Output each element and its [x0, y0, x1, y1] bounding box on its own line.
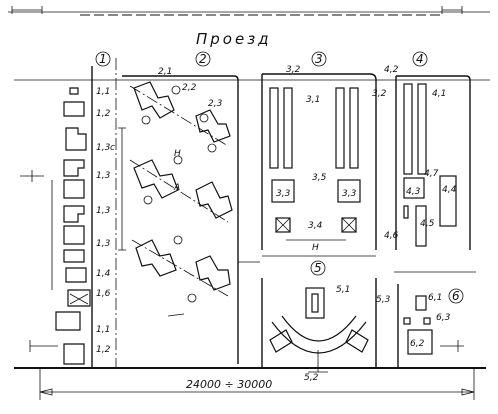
overall-dimension-label: 24000 ÷ 30000 — [186, 378, 272, 391]
label-5-1: 5,1 — [336, 285, 350, 295]
label-4-2: 4,2 — [384, 65, 399, 75]
label-4-7: 4,7 — [424, 169, 439, 179]
label-4-1: 4,1 — [432, 89, 446, 99]
label-3-5: 3,5 — [312, 173, 327, 183]
label-H-1: H — [312, 243, 319, 253]
label-c: c — [110, 143, 115, 153]
zone-label-3: 3 — [315, 52, 323, 66]
zone-label-4: 4 — [416, 52, 424, 66]
label-4-5: 4,5 — [420, 219, 435, 229]
label-4-3: 4,3 — [406, 187, 421, 197]
label-5-3: 5,3 — [376, 295, 391, 305]
zone-label-5: 5 — [314, 261, 322, 275]
label-1-3-a: 1,3 — [96, 143, 111, 153]
label-1-3-d: 1,3 — [96, 239, 111, 249]
zone-label-6: 6 — [452, 289, 460, 303]
label-1-3-b: 1,3 — [96, 171, 111, 181]
label-1-4: 1,4 — [96, 269, 111, 279]
zone-2-area: 2 2,1 2,2 2,3 H A — [118, 51, 239, 364]
label-1-2-b: 1,2 — [96, 345, 111, 355]
label-3-3-b: 3,3 — [342, 189, 357, 199]
zone-1-area: 1 1,1 1,2 1,3 1,3 1,3 1,3 1,4 1,6 1,1 1,… — [20, 51, 117, 368]
zone-label-1: 1 — [99, 52, 107, 66]
label-2-3: 2,3 — [208, 99, 223, 109]
label-1-2: 1,2 — [96, 109, 111, 119]
label-3-3-a: 3,3 — [276, 189, 291, 199]
label-1-1: 1,1 — [96, 87, 110, 97]
label-6-2: 6,2 — [410, 339, 425, 349]
label-1-6: 1,6 — [96, 289, 111, 299]
label-H-2: H — [174, 149, 181, 159]
zone-label-2: 2 — [199, 52, 207, 66]
zone-6-area: 6 6,1 6,3 6,2 — [397, 284, 464, 368]
page-title: Проезд — [196, 30, 272, 48]
overall-dimension-line — [39, 368, 475, 400]
label-6-1: 6,1 — [428, 293, 442, 303]
label-4-4: 4,4 — [442, 185, 457, 195]
top-header-strip — [8, 6, 490, 16]
label-1-1-b: 1,1 — [96, 325, 110, 335]
label-3-2-b: 3,2 — [372, 89, 387, 99]
label-3-1: 3,1 — [306, 95, 320, 105]
zone-5-area: 5 5,1 5,3 5,2 — [261, 260, 391, 383]
label-4-6: 4,6 — [384, 231, 399, 241]
zone-3-area: 3 3,2 3,1 3,5 3,3 3,3 3,4 H — [261, 51, 377, 257]
label-1-3-c: 1,3 — [96, 206, 111, 216]
label-2-2: 2,2 — [182, 83, 197, 93]
label-5-2: 5,2 — [304, 373, 319, 383]
label-3-2: 3,2 — [286, 65, 301, 75]
label-6-3: 6,3 — [436, 313, 451, 323]
label-2-1: 2,1 — [158, 67, 172, 77]
label-3-4: 3,4 — [308, 221, 323, 231]
label-A: A — [173, 183, 180, 193]
zone-4-area: 4 4,2 3,2 4,1 4,3 4,7 4,4 4,5 4,6 — [372, 51, 471, 250]
